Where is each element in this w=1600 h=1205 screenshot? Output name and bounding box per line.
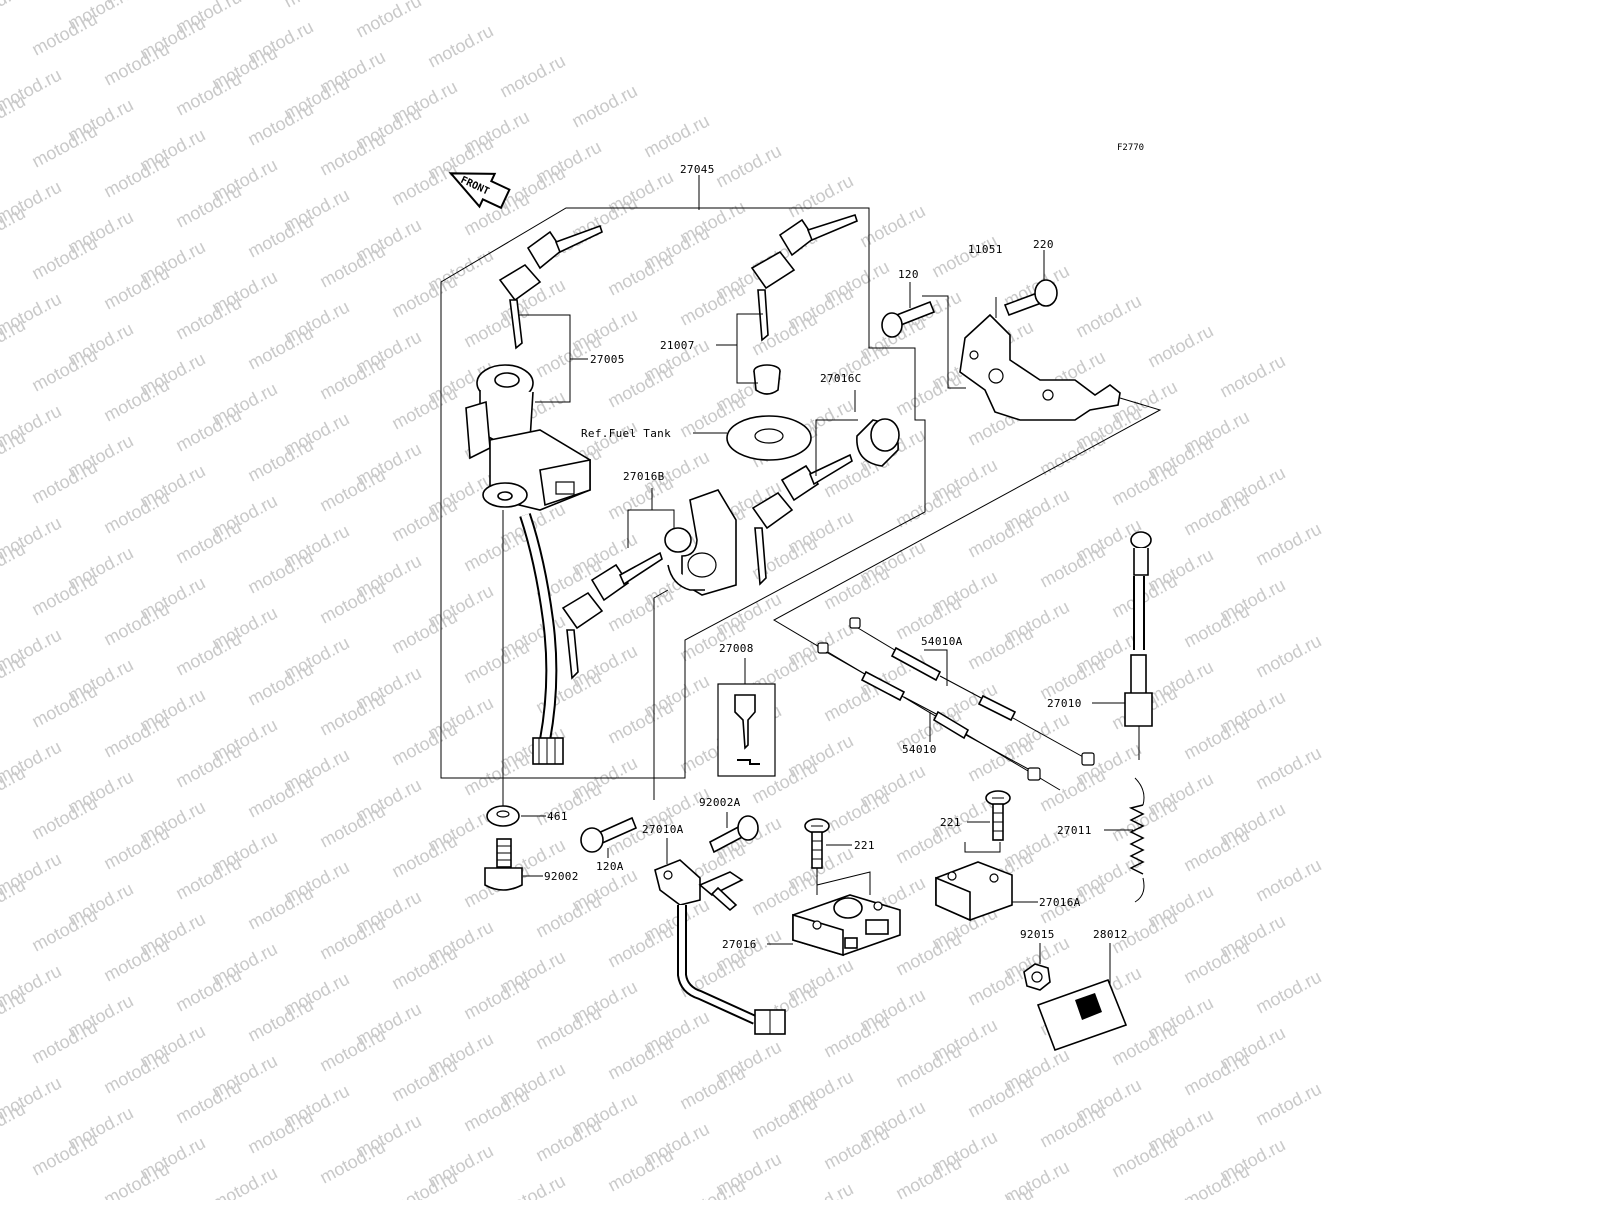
ignition-switch-27005 — [465, 224, 603, 765]
label-92002A: 92002A — [699, 796, 741, 809]
watermark-text: motod.ru — [784, 171, 856, 222]
label-27008: 27008 — [719, 642, 754, 655]
watermark-text: motod.ru — [1252, 967, 1324, 1018]
label-92015: 92015 — [1020, 928, 1055, 941]
cable-54010 — [817, 642, 1041, 781]
block-27016A — [935, 842, 1013, 922]
bolt-92002 — [484, 838, 523, 891]
switch-27010 — [1124, 531, 1153, 760]
watermark-text: motod.ru — [676, 1175, 748, 1200]
holder-27016 — [792, 868, 901, 957]
key-set-21007 — [726, 213, 858, 461]
watermark-text: motod.ru — [1252, 1079, 1324, 1130]
label-27016B: 27016B — [623, 470, 665, 483]
assembly-outline-27045 — [440, 175, 926, 779]
cable-54010A — [849, 617, 1095, 766]
watermark-text: motod.ru — [712, 141, 784, 192]
bolt-120 — [881, 300, 936, 338]
label-27005: 27005 — [590, 353, 625, 366]
label-plate-28012 — [1036, 978, 1128, 1052]
watermark-text: motod.ru — [352, 0, 424, 42]
label-221-right: 221 — [940, 816, 961, 829]
watermark-text: motod.ru — [928, 231, 1000, 282]
screw-221-right — [985, 790, 1011, 841]
key-lock-27016B — [561, 489, 737, 680]
label-27016: 27016 — [722, 938, 757, 951]
washer-461 — [486, 510, 520, 827]
watermark-text: motod.ru — [208, 1163, 280, 1200]
watermark-text: motod.ru — [424, 21, 496, 72]
label-27010A: 27010A — [642, 823, 684, 836]
label-221-left: 221 — [854, 839, 875, 852]
label-54010: 54010 — [902, 743, 937, 756]
label-27010: 27010 — [1047, 697, 1082, 710]
screw-221-left — [804, 818, 830, 869]
label-27011: 27011 — [1057, 824, 1092, 837]
watermark-layer: motod.rumotod.rumotod.rumotod.rumotod.ru… — [0, 0, 1325, 1205]
watermark-text: motod.ru — [1252, 855, 1324, 906]
watermark-text: motod.ru — [1144, 321, 1216, 372]
watermark-text: motod.ru — [496, 1171, 568, 1200]
label-461: 461 — [547, 810, 568, 823]
label-120: 120 — [898, 268, 919, 281]
bracket-11051 — [959, 313, 1121, 421]
switch-27010A — [654, 859, 786, 1035]
label-92002: 92002 — [544, 870, 579, 883]
watermark-text: motod.ru — [496, 51, 568, 102]
watermark-text: motod.ru — [1252, 631, 1324, 682]
nut-92015 — [1023, 963, 1051, 991]
front-arrow-icon: FRONT — [448, 172, 511, 210]
figure-code: F2770 — [1117, 143, 1144, 153]
label-11051: 11051 — [968, 243, 1003, 256]
watermark-text: motod.ru — [784, 1179, 856, 1200]
watermark-text: motod.ru — [640, 111, 712, 162]
watermark-text: motod.ru — [280, 0, 352, 12]
watermark-text: motod.ru — [1252, 743, 1324, 794]
key-plate-27008 — [717, 683, 776, 777]
key-lock-27016C — [751, 418, 900, 586]
label-27045: 27045 — [680, 163, 715, 176]
label-27016A: 27016A — [1039, 896, 1081, 909]
spring-27011 — [1128, 777, 1145, 903]
label-21007: 21007 — [660, 339, 695, 352]
ref-note: Ref.Fuel Tank — [581, 427, 671, 440]
bolt-220 — [1003, 279, 1058, 317]
watermark-text: motod.ru — [388, 1167, 460, 1200]
label-27016C: 27016C — [820, 372, 862, 385]
label-220: 220 — [1033, 238, 1054, 251]
bolt-92002A — [708, 815, 759, 854]
watermark-text: motod.ru — [1180, 1161, 1252, 1200]
watermark-text: motod.ru — [568, 81, 640, 132]
label-28012: 28012 — [1093, 928, 1128, 941]
bolt-120A — [580, 816, 638, 853]
label-54010A: 54010A — [921, 635, 963, 648]
watermark-text: motod.ru — [0, 0, 29, 30]
watermark-text: motod.ru — [1072, 291, 1144, 342]
watermark-text: motod.ru — [1216, 351, 1288, 402]
cable-group-outline — [772, 397, 1162, 791]
label-120A: 120A — [596, 860, 624, 873]
watermark-text: motod.ru — [1252, 519, 1324, 570]
